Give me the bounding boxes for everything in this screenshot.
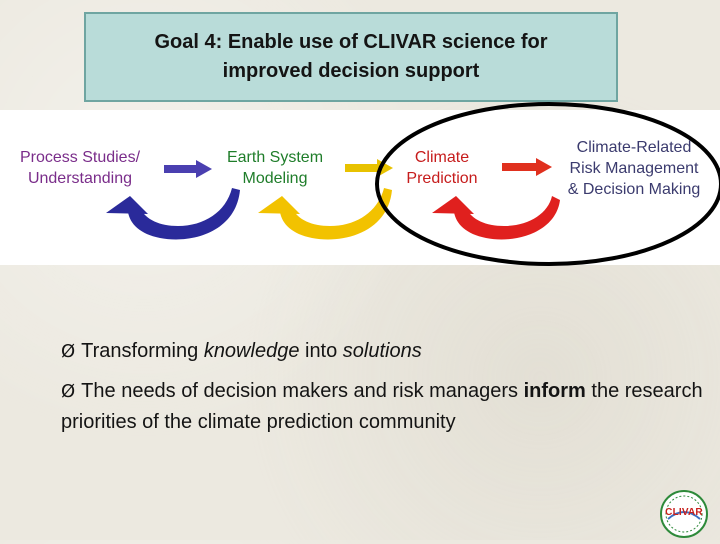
stage-3-line-1: Climate xyxy=(414,149,470,166)
stage-4-line-3: & Decision Making xyxy=(567,181,701,198)
stage-1-line-2: Understanding xyxy=(27,170,133,187)
goal-title-box: Goal 4: Enable use of CLIVAR science for… xyxy=(84,12,618,102)
bullet-2-text-a: The needs of decision makers and risk ma… xyxy=(81,380,524,402)
bullet-1-solutions: solutions xyxy=(342,340,422,362)
goal-title-line-1: Goal 4: Enable use of CLIVAR science for xyxy=(154,31,548,53)
stage-1-line-1: Process Studies/ xyxy=(19,149,141,166)
stage-2-line-2: Modeling xyxy=(242,170,308,187)
stage-4-line-1: Climate-Related xyxy=(576,139,692,156)
clivar-logo-text: CLIVAR xyxy=(665,507,703,518)
bullet-1-text-a: Transforming xyxy=(81,340,204,362)
bullet-arrow-icon: Ø xyxy=(61,341,76,362)
bullet-arrow-icon: Ø xyxy=(61,381,76,402)
bullet-2-text-b: the research priorities of the climate p… xyxy=(61,380,703,433)
bullet-1-text-b: into xyxy=(299,340,343,362)
stage-2-line-1: Earth System xyxy=(226,149,324,166)
clivar-logo-icon xyxy=(660,490,708,538)
clivar-logo: CLIVAR xyxy=(654,487,714,539)
stage-3-line-2: Prediction xyxy=(406,170,478,187)
stage-4-line-2: Risk Management xyxy=(569,160,699,177)
stage-process-studies: Process Studies/ Understanding xyxy=(2,147,158,189)
stage-climate-prediction: Climate Prediction xyxy=(384,147,500,189)
bullet-1-knowledge: knowledge xyxy=(203,340,300,362)
goal-title-line-2: improved decision support xyxy=(222,60,480,82)
bullet-2-inform: inform xyxy=(523,380,586,402)
stage-risk-management: Climate-Related Risk Management & Decisi… xyxy=(548,137,720,200)
stage-earth-system-modeling: Earth System Modeling xyxy=(202,147,348,189)
